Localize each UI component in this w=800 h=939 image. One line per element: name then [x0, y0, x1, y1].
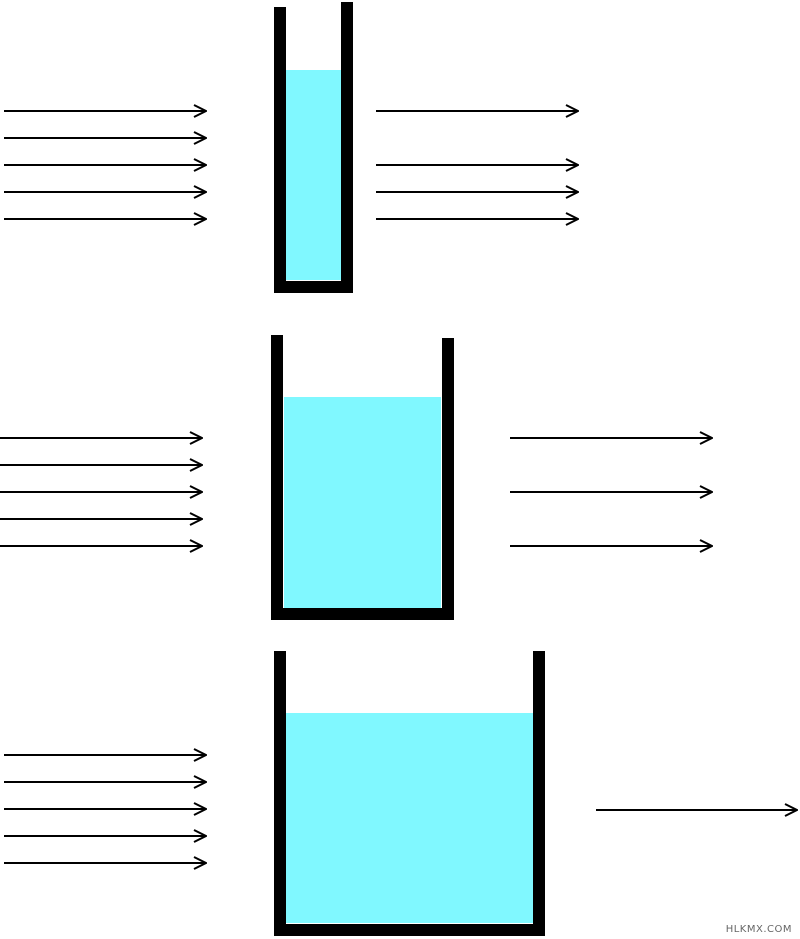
panel-wide — [4, 651, 797, 936]
panel-medium — [0, 335, 712, 620]
watermark-text: HLKMX.COM — [725, 924, 792, 935]
outgoing-rays-medium — [510, 438, 712, 546]
water-medium — [284, 397, 441, 608]
water-narrow — [286, 70, 341, 280]
incoming-rays-narrow — [4, 111, 206, 219]
incoming-rays-medium — [0, 438, 202, 546]
container-wide — [274, 651, 545, 936]
container-narrow — [274, 2, 353, 293]
water-wide — [286, 713, 533, 923]
incoming-rays-wide — [4, 755, 206, 863]
panel-narrow — [4, 2, 578, 293]
container-medium — [271, 335, 454, 620]
outgoing-rays-narrow — [376, 111, 578, 219]
